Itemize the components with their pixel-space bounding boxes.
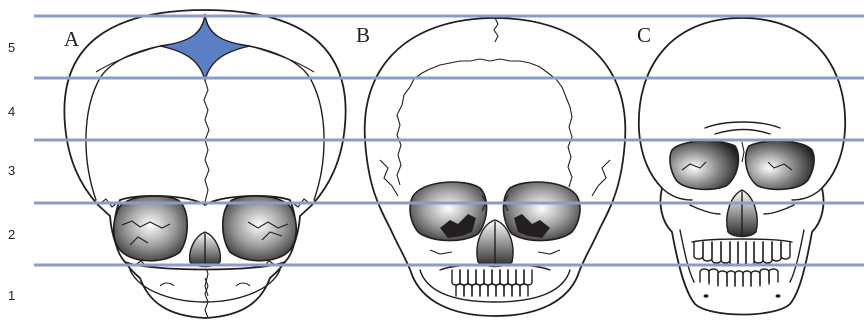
row-number-2: 2 <box>8 227 15 242</box>
skull-c-orbit-left <box>670 141 739 189</box>
skull-c-cranium <box>639 18 845 315</box>
skull-c: C <box>637 18 845 315</box>
skull-b: B <box>356 18 625 316</box>
skull-label-c: C <box>637 23 651 47</box>
row-numbers: 5 4 3 2 1 <box>8 40 15 303</box>
skull-a-orbit-right <box>223 196 297 261</box>
row-number-3: 3 <box>8 163 15 178</box>
skull-a: A <box>64 10 346 318</box>
row-number-4: 4 <box>8 104 15 119</box>
row-number-1: 1 <box>8 288 15 303</box>
skull-a-orbit-left <box>114 196 188 261</box>
skull-label-b: B <box>356 23 370 47</box>
skull-b-cranium <box>365 18 626 316</box>
skull-label-a: A <box>64 27 80 51</box>
row-number-5: 5 <box>8 40 15 55</box>
